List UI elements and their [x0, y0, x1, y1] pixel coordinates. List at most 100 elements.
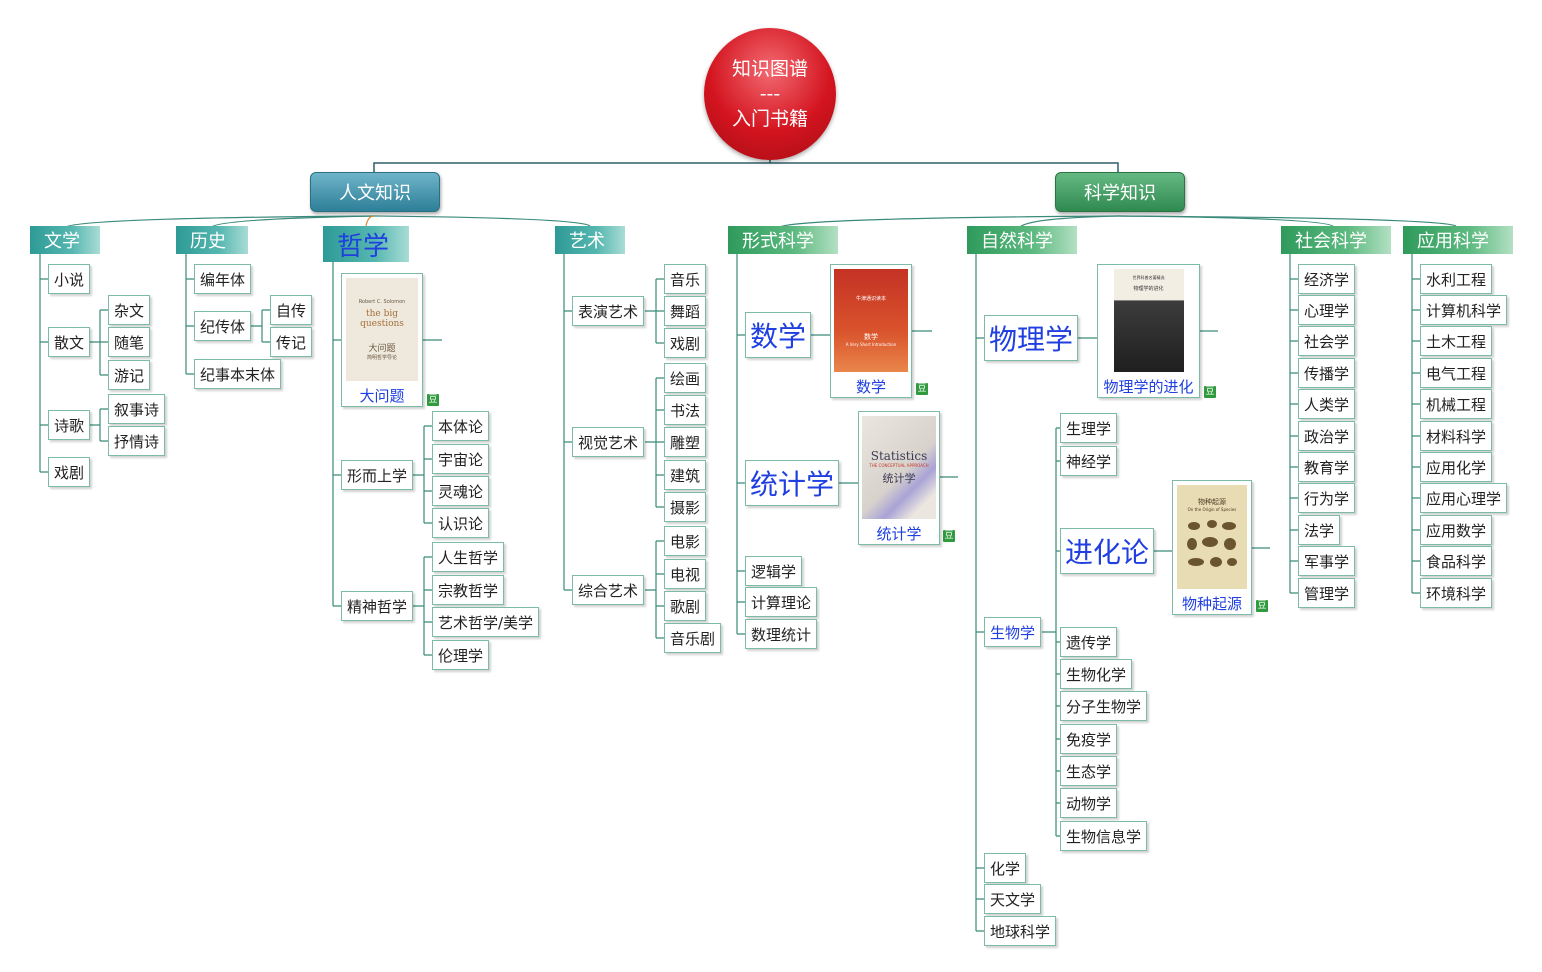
- node-art-item[interactable]: 建筑: [664, 460, 707, 490]
- node-applied-item[interactable]: 水利工程: [1420, 264, 1493, 294]
- book-statistics[interactable]: Statistics THE CONCEPTUAL APPROACH 统计学 统…: [858, 411, 940, 545]
- node-bio-item[interactable]: 生态学: [1060, 756, 1118, 786]
- node-social-item[interactable]: 教育学: [1298, 452, 1356, 482]
- topic-social-science[interactable]: 社会科学: [1281, 226, 1391, 254]
- book-physics[interactable]: 世界科普名著精选 物理学的进化 物理学的进化: [1097, 264, 1200, 398]
- douban-icon[interactable]: 豆: [1256, 600, 1268, 612]
- node-formal-item[interactable]: 数理统计: [745, 619, 818, 649]
- topic-natural-science[interactable]: 自然科学: [967, 226, 1077, 254]
- node-statistics[interactable]: 统计学: [745, 460, 840, 506]
- node-art-item[interactable]: 舞蹈: [664, 296, 707, 326]
- node-bio-item[interactable]: 自传: [270, 295, 313, 325]
- root-topic[interactable]: 知识图谱 --- 入门书籍: [704, 28, 836, 160]
- node-meta-item[interactable]: 灵魂论: [432, 476, 490, 506]
- node-performing-art[interactable]: 表演艺术: [572, 296, 645, 326]
- node-prose-item[interactable]: 随笔: [108, 327, 151, 357]
- node-prose-item[interactable]: 杂文: [108, 295, 151, 325]
- node-social-item[interactable]: 管理学: [1298, 578, 1356, 608]
- topic-philosophy[interactable]: 哲学: [323, 226, 409, 262]
- node-natural-item[interactable]: 化学: [984, 853, 1027, 883]
- douban-icon[interactable]: 豆: [916, 383, 928, 395]
- node-prose-item[interactable]: 游记: [108, 360, 151, 390]
- douban-icon[interactable]: 豆: [943, 530, 955, 542]
- node-spirit-item[interactable]: 宗教哲学: [432, 575, 505, 605]
- node-bio-item[interactable]: 神经学: [1060, 446, 1118, 476]
- node-bio-item[interactable]: 免疫学: [1060, 724, 1118, 754]
- node-evolution[interactable]: 进化论: [1060, 528, 1155, 574]
- node-topic-style[interactable]: 纪事本末体: [194, 359, 282, 389]
- node-applied-item[interactable]: 计算机科学: [1420, 295, 1508, 325]
- node-applied-item[interactable]: 环境科学: [1420, 578, 1493, 608]
- node-social-item[interactable]: 传播学: [1298, 358, 1356, 388]
- node-bio-item[interactable]: 生理学: [1060, 413, 1118, 443]
- node-art-item[interactable]: 电视: [664, 559, 707, 589]
- node-applied-item[interactable]: 土木工程: [1420, 326, 1493, 356]
- node-bio-item[interactable]: 传记: [270, 327, 313, 357]
- node-applied-item[interactable]: 应用数学: [1420, 515, 1493, 545]
- book-big-questions[interactable]: Robert C. Solomon the big questions 大问题 …: [341, 273, 423, 407]
- topic-literature[interactable]: 文学: [30, 226, 100, 254]
- topic-history[interactable]: 历史: [176, 226, 248, 254]
- node-poetry[interactable]: 诗歌: [48, 410, 91, 440]
- book-math[interactable]: 牛津通识读本 数学 A Very Short Introduction 数学: [830, 264, 912, 398]
- node-social-item[interactable]: 法学: [1298, 515, 1341, 545]
- node-meta-item[interactable]: 认识论: [432, 508, 490, 538]
- node-art-item[interactable]: 书法: [664, 395, 707, 425]
- node-bio-item[interactable]: 动物学: [1060, 788, 1118, 818]
- node-prose[interactable]: 散文: [48, 327, 91, 357]
- topic-formal-science[interactable]: 形式科学: [728, 226, 838, 254]
- node-applied-item[interactable]: 应用心理学: [1420, 483, 1508, 513]
- node-applied-item[interactable]: 食品科学: [1420, 546, 1493, 576]
- node-applied-item[interactable]: 应用化学: [1420, 452, 1493, 482]
- node-natural-item[interactable]: 天文学: [984, 884, 1042, 914]
- book-origin-of-species[interactable]: 物种起源 On the Origin of Species 物种起源: [1172, 480, 1252, 615]
- node-bio-item[interactable]: 遗传学: [1060, 627, 1118, 657]
- node-annal[interactable]: 编年体: [194, 264, 252, 294]
- node-applied-item[interactable]: 电气工程: [1420, 358, 1493, 388]
- node-social-item[interactable]: 社会学: [1298, 326, 1356, 356]
- node-art-item[interactable]: 戏剧: [664, 328, 707, 358]
- node-poetry-item[interactable]: 叙事诗: [108, 394, 166, 424]
- node-formal-item[interactable]: 计算理论: [745, 587, 818, 617]
- node-applied-item[interactable]: 材料科学: [1420, 421, 1493, 451]
- node-math[interactable]: 数学: [745, 312, 812, 358]
- douban-icon[interactable]: 豆: [427, 394, 439, 406]
- node-bio-item[interactable]: 生物化学: [1060, 659, 1133, 689]
- douban-icon[interactable]: 豆: [1204, 386, 1216, 398]
- node-bio-item[interactable]: 分子生物学: [1060, 691, 1148, 721]
- node-art-item[interactable]: 电影: [664, 526, 707, 556]
- topic-applied-science[interactable]: 应用科学: [1403, 226, 1513, 254]
- node-applied-item[interactable]: 机械工程: [1420, 389, 1493, 419]
- node-biology[interactable]: 生物学: [984, 617, 1042, 647]
- main-topic-science[interactable]: 科学知识: [1055, 172, 1185, 212]
- node-natural-item[interactable]: 地球科学: [984, 916, 1057, 946]
- node-art-item[interactable]: 歌剧: [664, 591, 707, 621]
- node-visual-art[interactable]: 视觉艺术: [572, 427, 645, 457]
- node-art-item[interactable]: 音乐剧: [664, 623, 722, 653]
- node-biography-style[interactable]: 纪传体: [194, 311, 252, 341]
- node-physics[interactable]: 物理学: [984, 315, 1079, 361]
- node-bio-item[interactable]: 生物信息学: [1060, 821, 1148, 851]
- topic-art[interactable]: 艺术: [555, 226, 625, 254]
- node-art-item[interactable]: 雕塑: [664, 427, 707, 457]
- node-art-item[interactable]: 摄影: [664, 492, 707, 522]
- node-spirit-item[interactable]: 伦理学: [432, 640, 490, 670]
- node-combined-art[interactable]: 综合艺术: [572, 575, 645, 605]
- node-metaphysics[interactable]: 形而上学: [341, 460, 414, 490]
- node-spirit-item[interactable]: 人生哲学: [432, 542, 505, 572]
- node-spirit[interactable]: 精神哲学: [341, 591, 414, 621]
- node-social-item[interactable]: 经济学: [1298, 264, 1356, 294]
- node-social-item[interactable]: 政治学: [1298, 421, 1356, 451]
- node-art-item[interactable]: 绘画: [664, 363, 707, 393]
- node-art-item[interactable]: 音乐: [664, 264, 707, 294]
- node-social-item[interactable]: 人类学: [1298, 389, 1356, 419]
- node-spirit-item[interactable]: 艺术哲学/美学: [432, 607, 540, 637]
- node-social-item[interactable]: 心理学: [1298, 295, 1356, 325]
- node-meta-item[interactable]: 宇宙论: [432, 444, 490, 474]
- node-poetry-item[interactable]: 抒情诗: [108, 426, 166, 456]
- node-novel[interactable]: 小说: [48, 264, 91, 294]
- main-topic-humanities[interactable]: 人文知识: [310, 172, 440, 212]
- node-formal-item[interactable]: 逻辑学: [745, 556, 803, 586]
- node-meta-item[interactable]: 本体论: [432, 411, 490, 441]
- node-social-item[interactable]: 军事学: [1298, 546, 1356, 576]
